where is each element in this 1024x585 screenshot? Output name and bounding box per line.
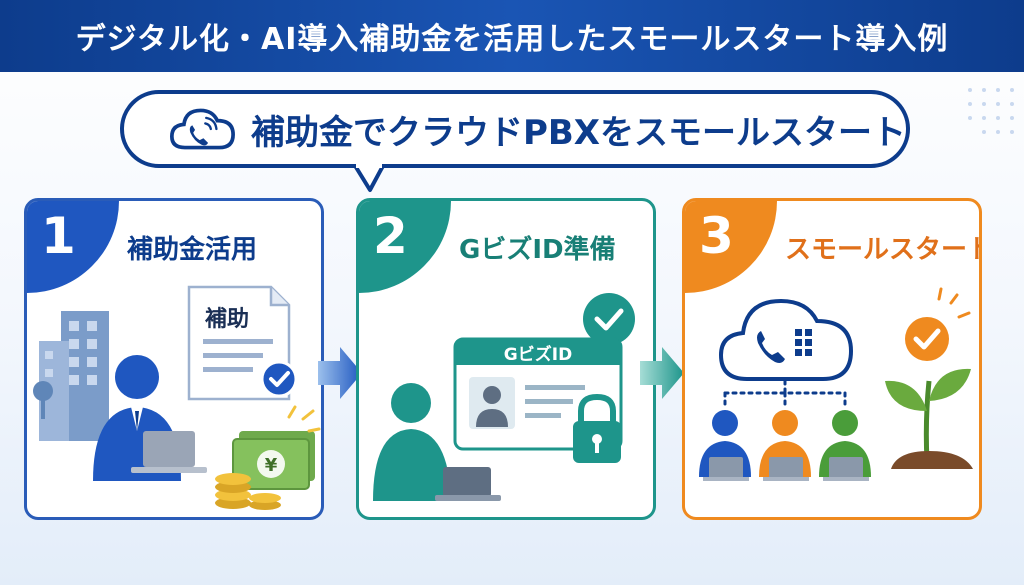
document-label: 補助 (204, 306, 249, 332)
connector-lines (723, 379, 847, 409)
user-icon (373, 383, 501, 501)
document-icon (187, 285, 298, 401)
id-card-label: GビズID (504, 344, 572, 365)
small-start-illustration (699, 287, 973, 481)
gbiz-id-illustration: GビズID (373, 293, 635, 501)
speech-bubble-tail (352, 164, 386, 192)
step-number-badge: 1 (27, 201, 119, 293)
team-user-icon-1 (699, 410, 751, 481)
currency-symbol: ¥ (265, 455, 278, 476)
team-user-icon-3 (819, 410, 871, 481)
page-title: デジタル化・AI導入補助金を活用したスモールスタート導入例 (75, 22, 949, 57)
step-number: 1 (41, 207, 76, 265)
coin-stack (215, 473, 281, 510)
step-card-2: 2 GビズID準備 GビズID (356, 198, 656, 520)
subtitle-banner: 補助金でクラウドPBXをスモールスタート (120, 90, 910, 168)
cloud-phone-icon (170, 108, 235, 150)
step-title: スモールスタート (785, 235, 982, 265)
money-icon (215, 405, 321, 510)
step-number: 3 (699, 207, 734, 265)
header-banner: デジタル化・AI導入補助金を活用したスモールスタート導入例 (0, 0, 1024, 72)
check-circle-icon (905, 287, 971, 361)
team-user-icon-2 (759, 410, 811, 481)
step-title: 補助金活用 (127, 235, 258, 265)
subtitle-text: 補助金でクラウドPBXをスモールスタート (250, 112, 906, 153)
step-number: 2 (373, 207, 408, 265)
step-number-badge: 2 (359, 201, 451, 293)
sprout-icon (885, 368, 973, 469)
step-card-3: 3 スモールスタート (682, 198, 982, 520)
decorative-dots (968, 88, 1014, 134)
flow-arrow-1 (318, 347, 362, 399)
lock-icon (573, 393, 621, 463)
cloud-phone-icon (718, 298, 854, 381)
step-card-1: 1 補助金活用 補助 (24, 198, 324, 520)
step-number-badge: 3 (685, 201, 777, 293)
flow-arrow-2 (640, 347, 684, 399)
subsidy-illustration: 補助 ¥ (33, 285, 321, 510)
building-icon (33, 311, 109, 441)
businessman-icon (93, 355, 207, 481)
step-title: GビズID準備 (459, 235, 616, 265)
